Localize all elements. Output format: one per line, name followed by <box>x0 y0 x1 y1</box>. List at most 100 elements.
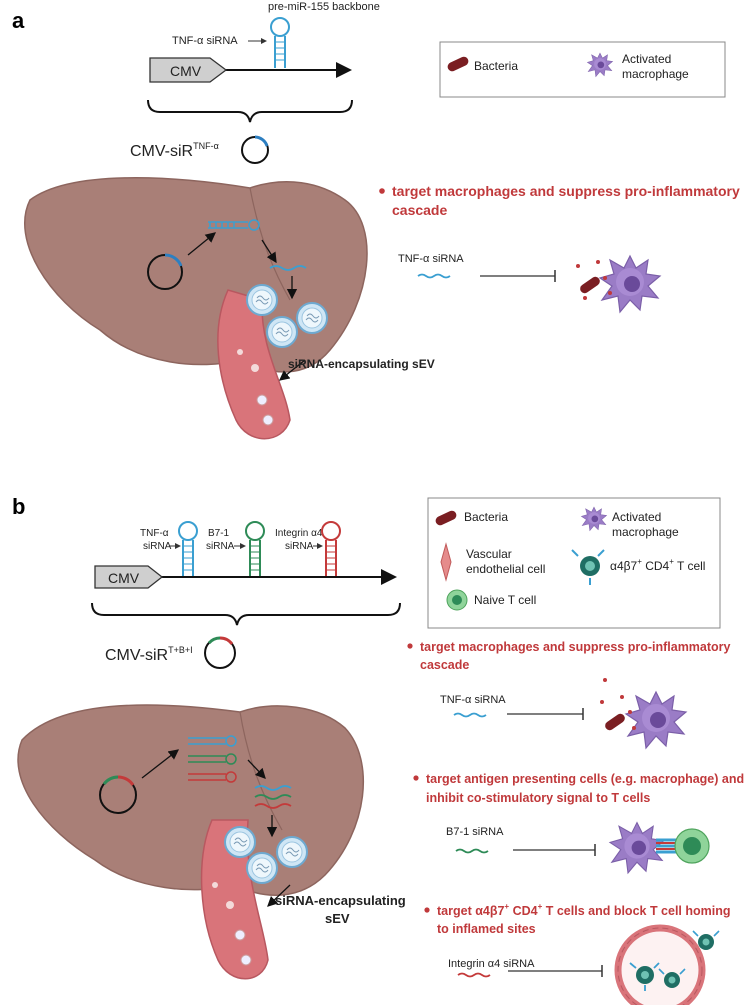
sev-a-1 <box>246 284 278 316</box>
endothelial-legend-icon <box>440 542 452 582</box>
liver-arrow-b-2 <box>247 759 266 779</box>
plasmid-in-liver-b <box>99 775 137 814</box>
insert1-label-1: TNF-α <box>140 528 169 539</box>
plasmid-label-b: CMV-siRT+B+I <box>105 645 193 664</box>
legend-bacteria-a: Bacteria <box>474 59 518 73</box>
inhibit-label-b2: B7-1 siRNA <box>446 826 504 838</box>
sev-dot-b-3 <box>234 929 246 941</box>
activated-macrophage-a <box>599 255 661 313</box>
cytokine-b-4 <box>632 726 636 730</box>
sev-arrow-a <box>278 359 306 381</box>
bullet-b3-line1: target α4β7+ CD4+ T cells and block T ce… <box>437 902 731 918</box>
insert2-label-2: siRNA <box>206 541 235 552</box>
sev-label-b-1: siRNA-encapsulating <box>275 893 406 908</box>
cmv-label-b: CMV <box>108 570 140 586</box>
mature-sirna-a <box>269 265 307 271</box>
cmv-promoter-a <box>149 57 228 83</box>
sirna-squiggle-b2 <box>455 848 489 854</box>
backbone-label: pre-miR-155 backbone <box>268 1 380 13</box>
apc-macrophage-b <box>609 822 665 874</box>
bullet-b1-line2: cascade <box>420 658 469 672</box>
cytokine-b-2 <box>620 695 624 699</box>
sev-dot-b-4 <box>240 954 252 966</box>
plasmid-icon-b <box>204 636 236 669</box>
hairpin-tnf-a <box>270 17 290 68</box>
cytokine-a-4 <box>608 291 612 295</box>
hairpin-tnf-b <box>178 521 198 576</box>
legend-macrophage-b-2: macrophage <box>612 525 679 539</box>
naive-tcell-legend-icon <box>446 589 468 611</box>
cytokine-b-5 <box>603 678 607 682</box>
inflamed-vessel-b <box>614 924 720 1005</box>
legend-box-b <box>427 497 721 629</box>
inhibit-label-b3: Integrin α4 siRNA <box>448 958 535 970</box>
sev-dot-a-1 <box>237 349 243 355</box>
cytokine-a-2 <box>596 260 600 264</box>
sev-dot-b-1 <box>212 882 218 888</box>
legend-naive: Naive T cell <box>474 593 536 607</box>
transcribed-hairpin-a <box>208 221 248 229</box>
legend-box-a <box>439 41 726 98</box>
naive-tcell-b <box>674 828 710 864</box>
transcribed-hairpins-b <box>188 735 237 783</box>
plasmid-in-liver-a <box>147 253 183 290</box>
bullet-b2-line2: inhibit co-stimulatory signal to T cells <box>426 791 650 805</box>
sev-b-2 <box>276 836 308 868</box>
plasmid-icon-a <box>241 135 269 164</box>
insert1-label-2: siRNA <box>143 541 172 552</box>
legend-endothelial-2: endothelial cell <box>466 562 545 576</box>
sirna-squiggle-b3 <box>457 972 491 978</box>
transcribed-loop-a <box>248 219 260 231</box>
cytokine-a-1 <box>576 264 580 268</box>
sev-b-3 <box>246 852 278 884</box>
sev-dot-a-4 <box>262 414 274 426</box>
panel-b-letter: b <box>12 494 25 519</box>
sev-arrow-b <box>267 884 291 907</box>
cmv-label-a: CMV <box>170 63 202 79</box>
sev-dot-a-2 <box>251 364 259 372</box>
insert3-label-2: siRNA <box>285 541 314 552</box>
sev-a-2 <box>296 302 328 334</box>
tcell-legend-icon <box>571 549 605 585</box>
sev-b-1 <box>224 826 256 858</box>
bullet-dot-b2 <box>413 775 419 781</box>
bullet-b1-line1: target macrophages and suppress pro-infl… <box>420 640 731 654</box>
legend-tcell: α4β7+ CD4+ T cell <box>610 557 705 573</box>
plasmid-label-a: CMV-siRTNF-α <box>130 141 219 160</box>
legend-macrophage-b-1: Activated <box>612 510 661 524</box>
legend-macrophage-a-1: Activated <box>622 52 671 66</box>
sev-dot-b-2 <box>226 901 234 909</box>
bacterium-b <box>603 712 627 732</box>
cmv-promoter-b <box>94 565 164 589</box>
hairpin-b71-b <box>245 521 265 576</box>
bullet-dot-a <box>379 188 385 194</box>
sev-dot-a-3 <box>256 394 268 406</box>
tnf-sirna-construct-label: TNF-α siRNA <box>172 35 238 47</box>
panel-a-letter: a <box>12 8 25 33</box>
sirna-squiggle-a <box>417 273 451 279</box>
inhibit-label-a: TNF-α siRNA <box>398 253 464 265</box>
mature-sirnas-b <box>254 785 292 809</box>
legend-endothelial-1: Vascular <box>466 547 512 561</box>
cytokine-b-3 <box>628 710 632 714</box>
bullet-b3-line2: to inflamed sites <box>437 922 536 936</box>
cytokine-a-5 <box>583 296 587 300</box>
sirna-squiggle-b1 <box>453 712 487 718</box>
bullet-b2-line1: target antigen presenting cells (e.g. ma… <box>426 772 744 786</box>
cytokine-a-3 <box>603 276 607 280</box>
sev-a-3 <box>266 316 298 348</box>
liver-arrow-b-1 <box>141 749 180 779</box>
activated-macrophage-b <box>625 691 687 749</box>
hairpin-itga4-b <box>321 521 341 576</box>
blood-vessel-b <box>200 819 269 980</box>
legend-bacteria-b: Bacteria <box>464 510 508 524</box>
bullet-a-line2: cascade <box>392 202 447 218</box>
cytokine-b-1 <box>600 700 604 704</box>
insert3-label-1: Integrin α4 <box>275 528 323 539</box>
bullet-a-line1: target macrophages and suppress pro-infl… <box>392 183 740 199</box>
bullet-dot-b1 <box>407 643 413 649</box>
liver-arrow-a-2 <box>261 239 277 264</box>
sev-label-b-2: sEV <box>325 911 350 926</box>
insert2-label-1: B7-1 <box>208 528 230 539</box>
